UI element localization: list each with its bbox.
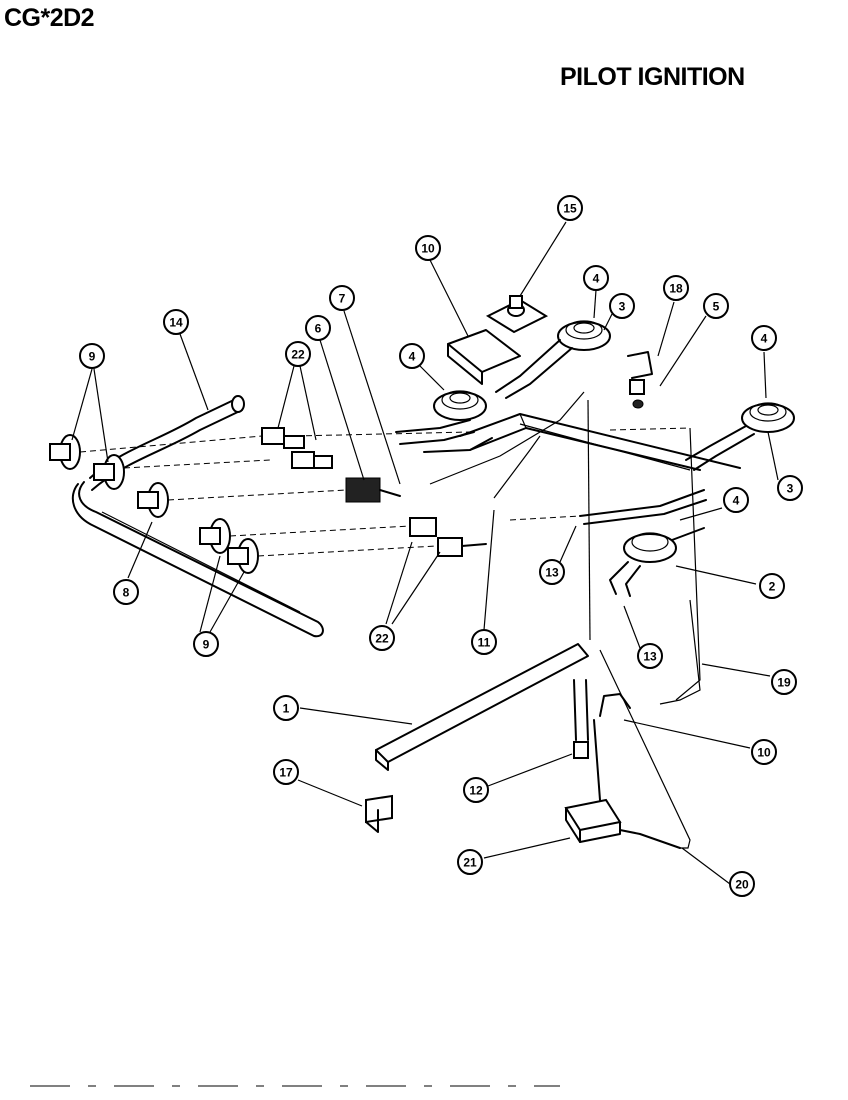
callout-14: 14	[163, 309, 189, 335]
valves-22-upper	[261, 427, 333, 469]
pilot-15	[485, 295, 549, 334]
burner-head-rear-center-4	[495, 320, 611, 399]
callout-7: 7	[329, 285, 355, 311]
callout-number: 18	[669, 282, 683, 296]
callout-number: 4	[761, 332, 768, 346]
bracket-rail-1	[375, 643, 589, 771]
callout-21: 21	[457, 849, 483, 875]
callout-number: 2	[769, 580, 776, 594]
callout-number: 20	[735, 878, 749, 892]
callout-9-top: 9	[79, 343, 105, 369]
callout-number: 10	[757, 746, 771, 760]
mounting-bracket-17	[365, 794, 393, 833]
callout-13-right: 13	[637, 643, 663, 669]
callout-number: 21	[463, 856, 477, 870]
callout-3-top: 3	[609, 293, 635, 319]
callout-number: 3	[787, 482, 794, 496]
callout-18: 18	[663, 275, 689, 301]
knob-9-d	[227, 538, 259, 574]
callout-number: 7	[339, 292, 346, 306]
callout-number: 4	[409, 350, 416, 364]
callout-12: 12	[463, 777, 489, 803]
callout-number: 1	[283, 702, 290, 716]
bracket-16	[447, 329, 521, 385]
callout-3-right: 3	[777, 475, 803, 501]
callout-number: 6	[315, 322, 322, 336]
callout-4-top: 4	[583, 265, 609, 291]
model-code: CG*2D2	[4, 4, 95, 32]
callout-4-right: 4	[751, 325, 777, 351]
knob-9-a	[49, 434, 81, 470]
knob-9-b	[93, 454, 125, 490]
burner-head-rear-left-4	[433, 390, 487, 421]
diagram-title: PILOT IGNITION	[560, 63, 745, 91]
filter-12-and-regulator	[573, 679, 631, 801]
callout-4-left: 4	[399, 343, 425, 369]
callout-number: 13	[545, 566, 559, 580]
pilot-tubing-19	[659, 599, 701, 705]
burner-tubes	[395, 419, 707, 525]
callout-16: 10	[415, 235, 441, 261]
callout-8: 8	[113, 579, 139, 605]
valves-22-lower	[409, 517, 487, 557]
callout-number: 22	[375, 632, 389, 646]
callout-number: 9	[89, 350, 96, 364]
callout-number: 13	[643, 650, 657, 664]
callout-6: 6	[305, 315, 331, 341]
callout-number: 15	[563, 202, 577, 216]
callout-number: 12	[469, 784, 483, 798]
callout-22-bottom: 22	[369, 625, 395, 651]
callout-20: 20	[729, 871, 755, 897]
callout-number: 4	[733, 494, 740, 508]
callout-10: 10	[751, 739, 777, 765]
callout-22-top: 22	[285, 341, 311, 367]
manifold-pipe	[71, 481, 324, 638]
callout-number: 10	[421, 242, 435, 256]
callout-1: 1	[273, 695, 299, 721]
ignition-switch-6	[345, 477, 401, 503]
burner-head-right-4	[685, 402, 795, 471]
callout-number: 9	[203, 638, 210, 652]
orifice-and-cap-18-5	[627, 351, 653, 409]
leader-lines	[71, 221, 779, 885]
callout-5: 5	[703, 293, 729, 319]
pilot-tubing	[429, 391, 701, 701]
callout-number: 22	[291, 348, 305, 362]
callout-number: 5	[713, 300, 720, 314]
dash-leaders	[79, 427, 691, 557]
callout-number: 14	[169, 316, 183, 330]
callout-2: 2	[759, 573, 785, 599]
burner-2	[609, 527, 705, 597]
callout-19: 19	[771, 669, 797, 695]
knob-9-c	[199, 518, 231, 554]
callout-number: 11	[478, 636, 491, 650]
callout-13-left: 13	[539, 559, 565, 585]
burner-frame	[459, 413, 741, 471]
callout-4-lower: 4	[723, 487, 749, 513]
callout-15: 15	[557, 195, 583, 221]
callout-number: 4	[593, 272, 600, 286]
callout-17: 17	[273, 759, 299, 785]
thermocouple-20	[599, 649, 691, 849]
callout-number: 19	[777, 676, 791, 690]
knob-group-9-8	[49, 434, 259, 574]
callout-number: 8	[123, 586, 130, 600]
gas-valve-21	[564, 798, 681, 849]
callout-11: 11	[471, 629, 497, 655]
callout-number: 17	[279, 766, 293, 780]
callout-9-bottom: 9	[193, 631, 219, 657]
callout-number: 3	[619, 300, 626, 314]
knob-8	[137, 482, 169, 518]
